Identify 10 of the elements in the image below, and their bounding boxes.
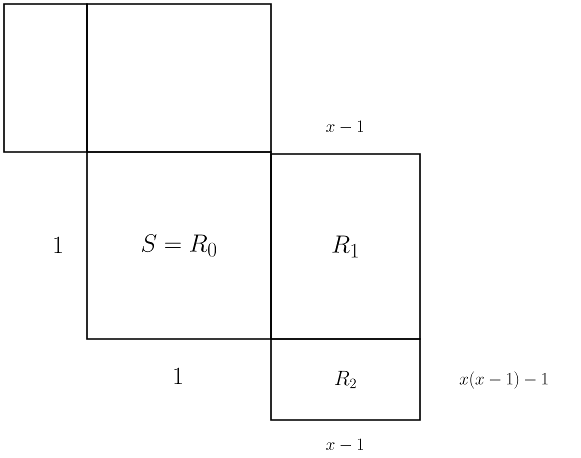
labelled-rectangle: $R_1$ xyxy=(270,153,421,340)
empty-rectangle xyxy=(86,3,272,153)
dimension-label: $x - 1$ xyxy=(326,438,364,450)
dimension-label: $x(x - 1) - 1$ xyxy=(460,371,548,389)
empty-rectangle xyxy=(3,3,88,153)
dimension-label: $1$ xyxy=(174,368,182,384)
labelled-rectangle: $R_2$ xyxy=(270,338,421,421)
labelled-rectangle: $S = R_0$ xyxy=(86,151,272,340)
dimension-label: $x - 1$ xyxy=(326,120,364,132)
dimension-label: $1$ xyxy=(54,236,62,254)
